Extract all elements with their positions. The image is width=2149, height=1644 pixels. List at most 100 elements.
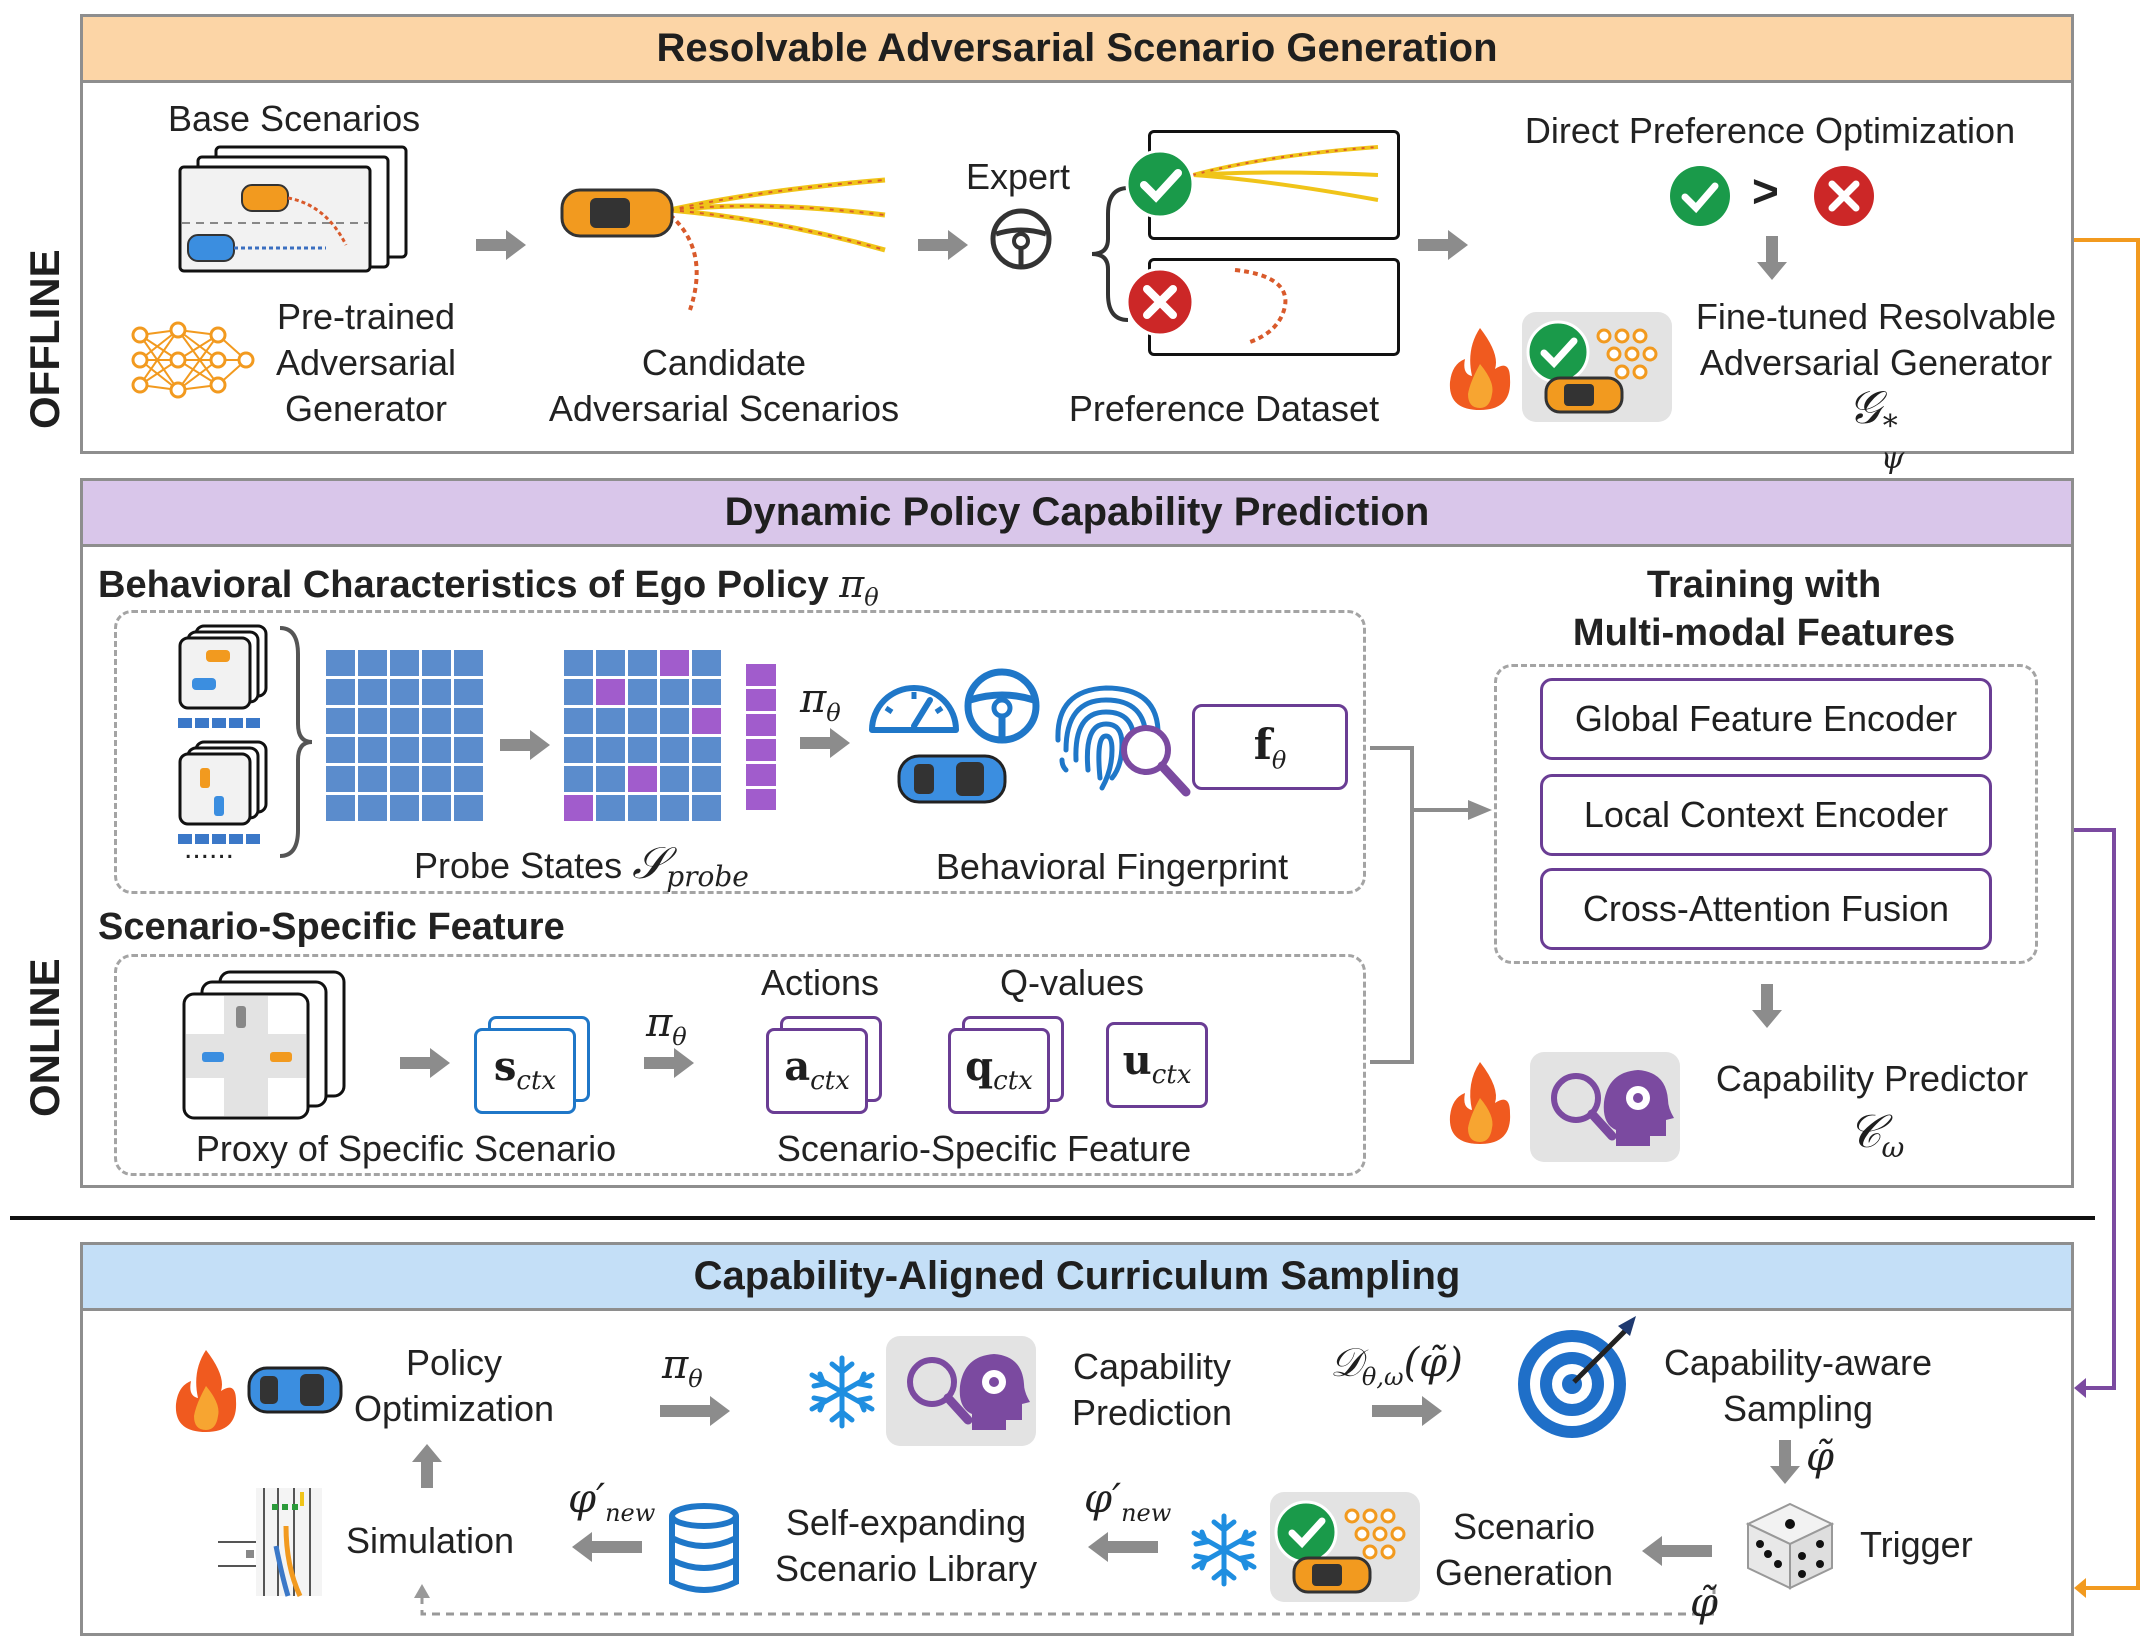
ego-car-icon [247,1366,343,1414]
policy-l2: Optimization [353,1388,555,1429]
probe-grid-cell [422,766,451,792]
probe-grid-cell [326,737,355,763]
probe-grid-cell [422,795,451,821]
probe-grid-icon [326,650,483,821]
probe-grid-cell [390,708,419,734]
probe-grid-cell [390,766,419,792]
pretrained-l2: Adversarial [275,342,457,383]
behavioral-box [114,610,1366,894]
qvalues-label: Q-values [999,962,1145,1003]
phi-tilde-label-1: φ̃ [1806,1434,1835,1480]
probe-grid-cell [326,679,355,705]
arrow-right-icon [476,230,526,260]
probe-scenarios-icon [178,624,268,844]
probe-action-grid-cell [564,737,593,763]
panel3-title: Capability-Aligned Curriculum Sampling [83,1245,2071,1311]
actions-label: Actions [760,962,880,1003]
probe-grid-cell [454,650,483,676]
dashed-feedback-arrow [414,1584,1716,1616]
scenario-specific-title: Scenario-Specific Feature [98,906,565,948]
simulation-scene-icon [218,1488,322,1598]
probe-ellipsis: ...... [184,832,235,865]
probe-grid-cell [422,679,451,705]
probe-action-grid-cell [564,679,593,705]
probe-action-grid-cell [628,737,657,763]
expert-label: Expert [966,156,1071,197]
probe-action-grid-cell [596,766,625,792]
u-ctx-box: uctx [1106,1022,1208,1108]
probe-action-grid-cell [692,737,721,763]
probe-grid-cell [390,679,419,705]
finetuned-generator-icon [1526,320,1658,414]
arrow-right-icon [800,728,850,758]
arrow-right-icon [660,1396,730,1426]
probe-grid-cell [358,737,387,763]
d-distribution-label: 𝒟θ,ω(φ̃) [1330,1340,1463,1391]
steering-wheel-icon [990,208,1052,270]
capability-prediction-l2: Prediction [1071,1392,1233,1433]
bracket-icon [1091,186,1129,322]
arrow-right-icon [1418,230,1468,260]
q-ctx-box: qctx [948,1028,1050,1114]
phi-new-label-1: φ′new [1084,1476,1172,1527]
base-scenarios-icon [178,145,408,273]
preferred-trajectories-icon [1192,145,1379,202]
global-feature-encoder: Global Feature Encoder [1540,678,1992,760]
phi-tilde-label-2: φ̃ [1690,1580,1719,1626]
probe-action-grid-cell [692,795,721,821]
snowflake-icon [1191,1513,1257,1587]
scenario-generator-icon [1274,1500,1406,1594]
library-l1: Self-expanding [785,1502,1027,1543]
probe-action-grid-cell [596,679,625,705]
c-omega-symbol: 𝒞ω [1848,1104,1905,1165]
probe-states-label: Probe States 𝒮probe [414,838,749,894]
probe-grid-cell [326,708,355,734]
training-l2: Multi-modal Features [1572,612,1956,654]
panel2-title: Dynamic Policy Capability Prediction [83,481,2071,547]
probe-action-grid-cell [692,708,721,734]
connector-lines [1370,746,1492,1064]
probe-action-grid-cell [692,650,721,676]
probe-grid-cell [358,708,387,734]
probe-action-grid-cell [596,708,625,734]
probe-grid-cell [454,737,483,763]
finetuned-l1: Fine-tuned Resolvable [1695,296,2057,337]
probe-grid-cell [422,708,451,734]
arrow-left-icon [1642,1536,1712,1566]
arrow-down-icon [1752,984,1782,1028]
probe-action-grid-cell [564,650,593,676]
offline-label: OFFLINE [21,249,68,429]
arrow-down-icon [1770,1440,1800,1484]
probe-grid-cell [358,795,387,821]
action-column-cell [746,789,776,810]
probe-action-grid-cell [660,795,689,821]
fire-icon [1449,328,1511,410]
probe-grid-cell [390,737,419,763]
panel1-title: Resolvable Adversarial Scenario Generati… [83,17,2071,83]
cross-icon [1814,166,1874,226]
greater-than-symbol: > [1752,165,1779,217]
trigger-label: Trigger [1860,1524,1973,1565]
ego-car-icon [897,754,1007,804]
probe-action-grid-cell [628,679,657,705]
probe-grid-cell [454,708,483,734]
candidate-scenarios-icon [560,177,886,311]
base-scenarios-label: Base Scenarios [168,98,421,139]
offline-online-divider [10,1216,2095,1220]
probe-action-grid-cell [596,650,625,676]
dpo-label: Direct Preference Optimization [1524,110,2016,151]
action-column-cell [746,739,776,761]
intersection-scenario-icon [182,970,346,1120]
arrow-right-icon [500,730,550,760]
probe-action-grid-icon [564,650,721,821]
dice-icon [1745,1502,1835,1590]
behavioral-title: Behavioral Characteristics of Ego Policy… [98,562,879,612]
behavioral-fingerprint-label: Behavioral Fingerprint [935,846,1289,887]
scenario-gen-l2: Generation [1434,1552,1614,1593]
arrow-left-icon [572,1532,642,1562]
probe-grid-cell [390,795,419,821]
pi-theta-label-1: πθ [800,676,841,727]
probe-grid-cell [390,650,419,676]
snowflake-icon [809,1355,875,1429]
arrow-right-icon [918,230,968,260]
